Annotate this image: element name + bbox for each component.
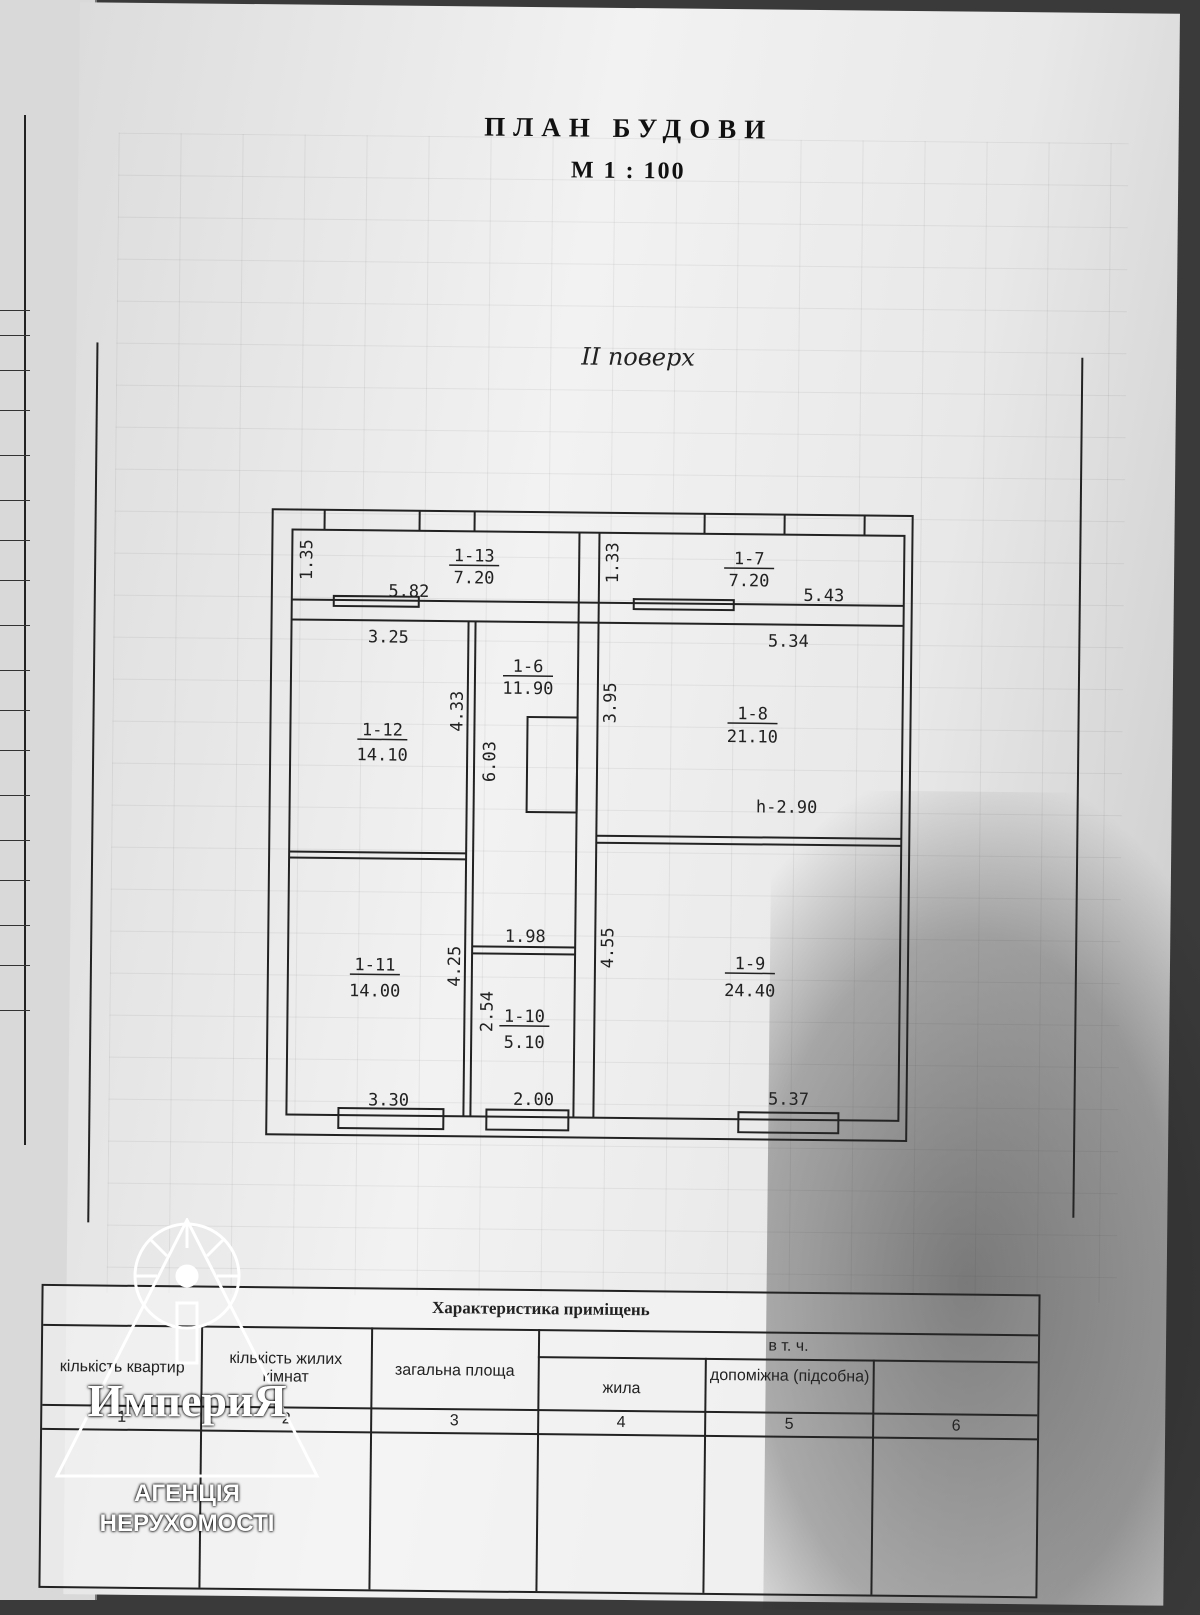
floor-plan: 1-13 7.20 1-7 7.20 1-6 11.90 1-8 21.10 1… xyxy=(258,499,935,1146)
window xyxy=(738,1112,838,1133)
left-page-rule xyxy=(0,455,30,456)
room-id: 1-7 xyxy=(734,549,765,569)
room-area: 7.20 xyxy=(728,571,769,591)
left-page-rule xyxy=(0,500,30,501)
left-page-rule xyxy=(0,580,30,581)
table-rule xyxy=(702,1358,706,1593)
room-id: 1-10 xyxy=(504,1007,545,1027)
left-page-rule xyxy=(0,410,30,411)
left-page-rule xyxy=(0,1010,30,1011)
room-id: 1-8 xyxy=(737,704,768,724)
dimension: 1.98 xyxy=(505,927,546,947)
dimension: 4.33 xyxy=(447,691,467,732)
wall-line xyxy=(470,621,475,1116)
col-header-group: в т. ч. xyxy=(541,1335,1036,1358)
room-area: 14.00 xyxy=(349,981,400,1002)
room-id: 1-12 xyxy=(362,720,403,740)
stove-block xyxy=(527,717,578,813)
col-header-living: жила xyxy=(540,1379,702,1399)
left-margin-line xyxy=(87,342,98,1222)
room-area: 11.90 xyxy=(502,679,553,700)
left-page-rule xyxy=(0,625,30,626)
wall-line xyxy=(596,843,901,846)
dimension: 5.34 xyxy=(768,631,809,651)
dimension: 4.25 xyxy=(445,946,465,987)
room-id: 1-13 xyxy=(454,546,495,566)
watermark-logo: ИмпериЯ АГЕНЦІЯ НЕРУХОМОСТІ xyxy=(52,1218,322,1548)
dimension: 2.00 xyxy=(513,1090,554,1110)
dimension: 1.35 xyxy=(297,539,317,580)
brand-line-1: АГЕНЦІЯ xyxy=(52,1480,322,1508)
col-number: 3 xyxy=(374,1411,534,1431)
col-number: 6 xyxy=(876,1417,1036,1437)
wall-line xyxy=(579,533,580,603)
dimension: 3.95 xyxy=(601,682,621,723)
left-page-rule xyxy=(0,670,30,671)
dimension: 3.30 xyxy=(368,1090,409,1110)
room-area: 21.10 xyxy=(727,727,778,748)
room-id: 1-9 xyxy=(735,954,766,974)
height-label: h-2.90 xyxy=(756,797,818,818)
wall-line xyxy=(593,533,599,1118)
wall-line xyxy=(573,602,578,1117)
left-page-rule xyxy=(0,370,30,371)
room-id: 1-11 xyxy=(354,955,395,975)
left-page-rule xyxy=(0,710,30,711)
window xyxy=(486,1110,568,1131)
col-header-auxiliary: допоміжна (підсобна) xyxy=(709,1367,871,1387)
table-rule xyxy=(870,1360,874,1595)
floor-label: II поверх xyxy=(581,343,695,372)
room-area: 14.10 xyxy=(356,745,407,766)
room-area: 5.10 xyxy=(504,1033,545,1053)
wall-line xyxy=(472,953,575,954)
left-page-rule xyxy=(0,840,30,841)
left-page-rule xyxy=(0,310,30,311)
dimension: 2.54 xyxy=(477,991,497,1032)
table-rule xyxy=(535,1329,540,1591)
left-page-rule xyxy=(0,795,30,796)
wall-line xyxy=(596,836,901,839)
window xyxy=(338,1108,443,1129)
left-page-rule xyxy=(0,540,30,541)
table-rule xyxy=(368,1327,373,1589)
dimension: 6.03 xyxy=(480,741,500,782)
left-page-border-line xyxy=(24,115,26,1145)
left-page-rule xyxy=(0,750,30,751)
room-area: 24.40 xyxy=(724,981,775,1002)
wall-line xyxy=(289,857,466,859)
room-area: 7.20 xyxy=(453,568,494,588)
floor-plan-drawing: 1-13 7.20 1-7 7.20 1-6 11.90 1-8 21.10 1… xyxy=(258,499,935,1146)
dimension: 4.55 xyxy=(598,927,618,968)
col-number: 4 xyxy=(540,1413,702,1433)
dimension: 5.37 xyxy=(768,1090,809,1110)
room-id: 1-6 xyxy=(513,657,544,677)
brand-name: ИмпериЯ xyxy=(52,1374,322,1427)
brand-line-2: НЕРУХОМОСТІ xyxy=(52,1510,322,1538)
dimension: 5.82 xyxy=(388,582,429,602)
dimension: 1.33 xyxy=(603,542,623,583)
dimension: 5.43 xyxy=(803,586,844,606)
left-page-rule xyxy=(0,880,30,881)
left-page-rule xyxy=(0,965,30,966)
col-header-total-area: загальна площа xyxy=(375,1361,535,1381)
left-page-rule xyxy=(0,925,30,926)
col-number: 5 xyxy=(708,1415,870,1435)
wall-line xyxy=(289,851,466,853)
left-page-rule xyxy=(0,335,30,336)
dimension: 3.25 xyxy=(368,627,409,647)
